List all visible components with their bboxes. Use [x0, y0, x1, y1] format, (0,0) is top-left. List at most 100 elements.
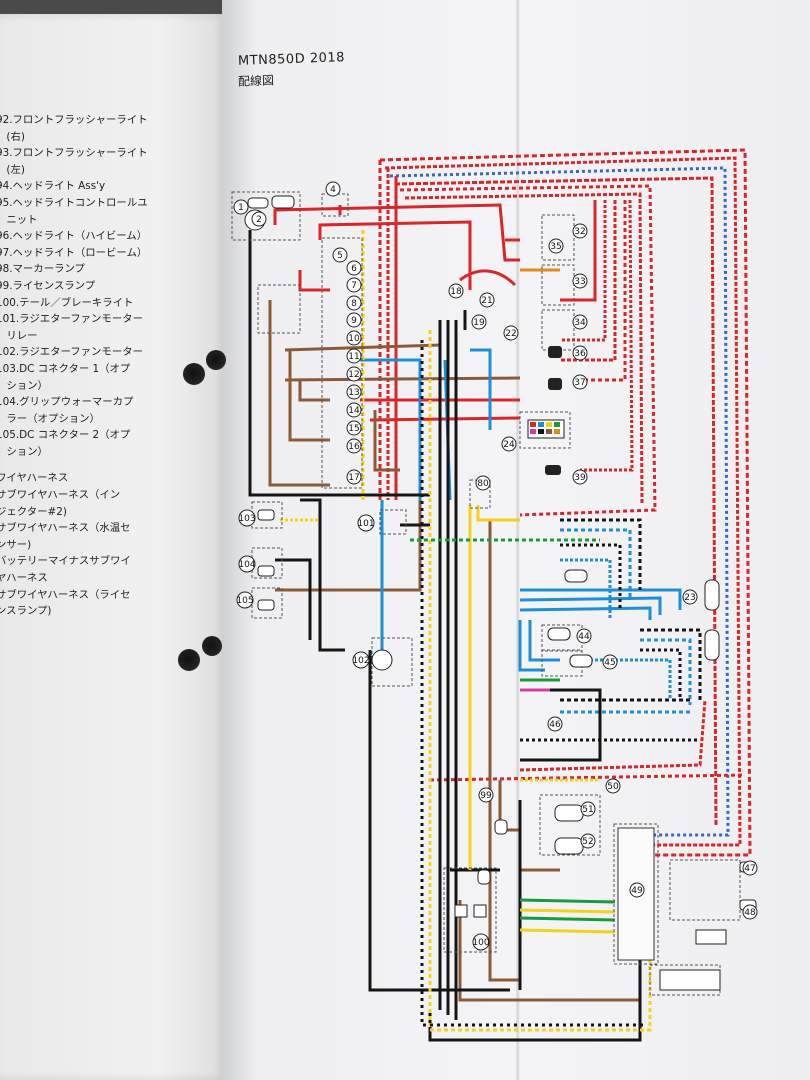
connector-number-text: 48 [744, 908, 756, 918]
legend-item: 93.フロントフラッシャーライト [0, 147, 148, 160]
legend-item: 104.グリップウォーマーカプ [0, 396, 134, 409]
connector-number-33: 33 [572, 273, 588, 289]
legend-item: バッテリーマイナスサブワイ [0, 555, 131, 568]
connector-number-text: 4 [330, 185, 336, 195]
connector-number-text: 102 [352, 656, 369, 666]
connector-number-22: 22 [503, 325, 519, 341]
parts-legend: 92.フロントフラッシャーライト (右)93.フロントフラッシャーライト (左)… [0, 112, 196, 620]
binder-hole-lower [178, 649, 200, 671]
connector-number-12: 12 [346, 366, 362, 382]
connector-number-24: 24 [501, 436, 517, 452]
connector-number-text: 18 [450, 287, 462, 297]
connector-number-text: 23 [684, 593, 695, 603]
connector-number-text: 51 [582, 805, 593, 815]
connector-number-104: 104 [238, 555, 256, 573]
connector-number-text: 2 [256, 215, 262, 225]
legend-item: 102.ラジエターファンモーター [0, 346, 143, 359]
connector-number-text: 52 [582, 837, 593, 847]
connector-number-text: 7 [351, 281, 357, 291]
connector-number-51: 51 [580, 801, 596, 817]
connector-number-2: 2 [251, 211, 267, 227]
connector-number-39: 39 [572, 469, 588, 485]
connector-number-15: 15 [346, 420, 362, 436]
legend-item: 100.テール／ブレーキライト [0, 296, 134, 309]
legend-item: 101.ラジエターファンモーター [0, 313, 143, 326]
legend-item: 103.DC コネクター 1（オプ [0, 362, 131, 375]
legend-item: 99.ライセンスランプ [0, 279, 96, 292]
connector-number-14: 14 [346, 402, 362, 418]
legend-item: ジェクター#2) [0, 505, 67, 518]
legend-item: ンスランプ) [0, 605, 52, 618]
connector-number-45: 45 [602, 654, 618, 670]
legend-item: リレー [0, 329, 38, 342]
connector-number-text: 21 [481, 296, 492, 306]
connector-number-36: 36 [572, 345, 588, 361]
red-harness-bundle [378, 148, 752, 857]
legend-item: ニット [0, 213, 38, 226]
legend-item: 94.ヘッドライト Ass'y [0, 180, 106, 193]
binder-hole-right-upper [206, 350, 226, 370]
connector-number-32: 32 [572, 223, 588, 239]
connector-number-9: 9 [346, 312, 362, 328]
connector-number-text: 32 [574, 227, 585, 237]
connector-number-4: 4 [325, 181, 341, 197]
connector-number-100: 100 [472, 933, 490, 951]
legend-item: ション） [0, 379, 48, 392]
green-wires [410, 538, 616, 922]
connector-number-52: 52 [580, 833, 596, 849]
legend-item: 97.ヘッドライト（ロービーム） [0, 246, 148, 259]
connector-number-text: 22 [505, 329, 516, 339]
red-wires-top [273, 203, 521, 422]
binder-hole-right-lower [202, 636, 222, 656]
connector-number-text: 19 [473, 318, 485, 328]
connector-number-103: 103 [238, 509, 256, 527]
connector-number-text: 34 [574, 318, 586, 328]
legend-item: 105.DC コネクター 2（オプ [0, 429, 131, 442]
connector-number-text: 37 [574, 378, 585, 388]
connector-number-text: 39 [574, 473, 586, 483]
connector-number-17: 17 [346, 469, 362, 485]
connector-number-13: 13 [346, 384, 362, 400]
connector-number-99: 99 [478, 787, 494, 803]
connector-number-text: 1 [238, 203, 244, 213]
connector-number-text: 16 [348, 442, 360, 452]
connector-number-47: 47 [742, 860, 758, 876]
connector-number-8: 8 [346, 295, 362, 311]
connector-number-21: 21 [479, 292, 495, 308]
connector-number-34: 34 [572, 314, 588, 330]
legend-item: 96.ヘッドライト（ハイビーム） [0, 230, 148, 243]
connector-number-105: 105 [236, 591, 254, 609]
connector-number-text: 14 [348, 406, 360, 416]
legend-item: サブワイヤハーネス（水温セ [0, 522, 131, 535]
connector-number-5: 5 [332, 247, 348, 263]
connector-number-11: 11 [346, 348, 362, 364]
connector-number-text: 101 [357, 519, 374, 529]
connector-number-text: 17 [348, 473, 359, 483]
connector-number-text: 24 [503, 440, 515, 450]
connector-number-23: 23 [682, 589, 698, 605]
left-page: 92.フロントフラッシャーライト (右)93.フロントフラッシャーライト (左)… [0, 14, 228, 1080]
legend-item: ヤハーネス [0, 572, 48, 585]
component-boxes [231, 191, 741, 996]
connector-number-text: 33 [574, 277, 585, 287]
connector-number-101: 101 [357, 514, 375, 532]
connector-number-44: 44 [576, 628, 592, 644]
connector-number-text: 50 [607, 782, 619, 792]
connector-number-text: 35 [550, 242, 561, 252]
connector-number-1: 1 [233, 199, 249, 215]
connector-number-text: 103 [238, 514, 255, 524]
connector-number-10: 10 [346, 330, 362, 346]
legend-item: 98.マーカーランプ [0, 263, 85, 276]
legend-item: 95.ヘッドライトコントロールユ [0, 196, 148, 209]
connector-number-text: 104 [238, 560, 255, 570]
connector-number-text: 45 [604, 658, 615, 668]
legend-item: (左) [6, 163, 25, 176]
connector-number-text: 100 [472, 938, 489, 948]
connector-number-text: 5 [337, 251, 343, 261]
connector-number-18: 18 [448, 283, 464, 299]
binder-hole-upper [183, 363, 205, 385]
connector-number-text: 105 [236, 596, 253, 606]
legend-item: ワイヤハーネス [0, 472, 69, 485]
